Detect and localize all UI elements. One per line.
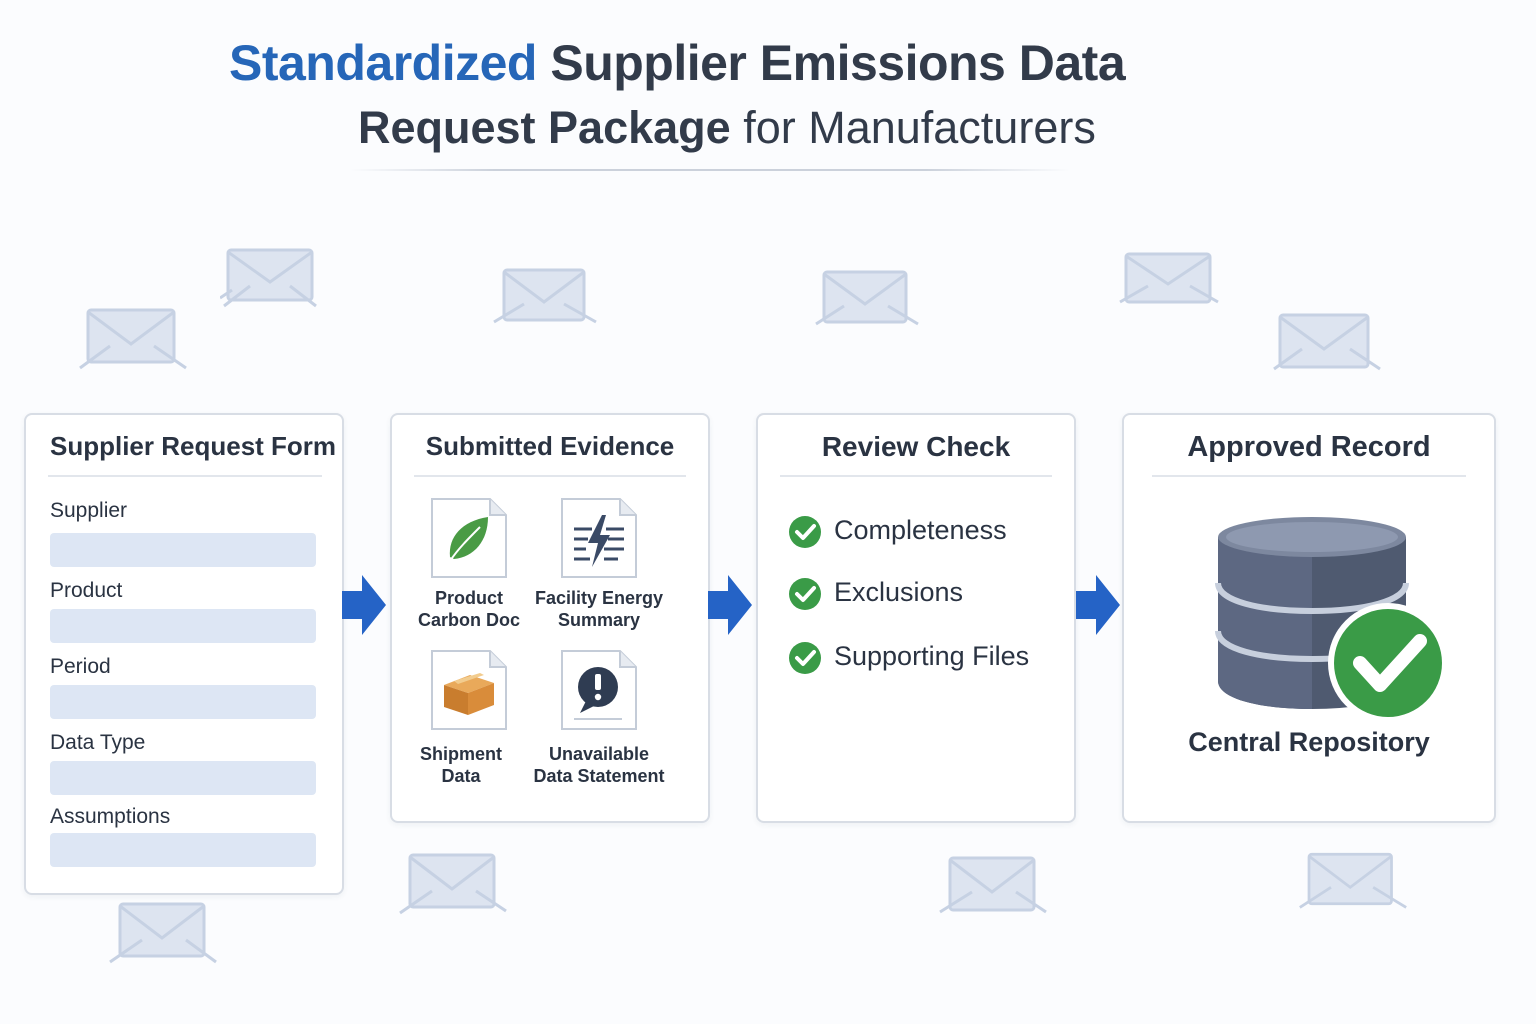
- alert-icon[interactable]: [560, 649, 638, 731]
- panel-divider: [48, 475, 322, 477]
- package-icon[interactable]: [430, 649, 508, 731]
- flow-arrow-icon: [342, 575, 386, 635]
- page-subtitle: Request Package for Manufacturers: [358, 102, 1096, 154]
- approved-record-panel: Approved Record Central Repository: [1122, 413, 1496, 823]
- supplier-field[interactable]: [50, 533, 316, 567]
- panel-title: Approved Record: [1187, 431, 1431, 463]
- envelope-icon: [939, 856, 1047, 914]
- panel-title: Review Check: [821, 431, 1011, 462]
- subtitle-strong: Request Package: [358, 102, 731, 153]
- repository-label: Central Repository: [1188, 727, 1430, 757]
- flow-arrow-icon: [708, 575, 752, 635]
- supplier-request-form-panel: Supplier Request Form Supplier Product P…: [24, 413, 344, 895]
- period-field[interactable]: [50, 685, 316, 719]
- checklist-label: Exclusions: [834, 577, 964, 607]
- panel-divider: [414, 475, 686, 477]
- envelope-icon: [1119, 252, 1219, 304]
- assumptions-field[interactable]: [50, 833, 316, 867]
- envelope-icon: [399, 853, 507, 915]
- data-type-label: Data Type: [50, 731, 146, 754]
- database-icon[interactable]: [1212, 513, 1452, 723]
- title-accent: Standardized: [229, 35, 537, 91]
- product-label: Product: [50, 579, 123, 602]
- data-type-field[interactable]: [50, 761, 316, 795]
- envelope-icon: [493, 268, 597, 324]
- subtitle-rest: for Manufacturers: [730, 102, 1096, 153]
- envelope-icon: [1299, 852, 1407, 909]
- energy-icon[interactable]: [560, 497, 638, 579]
- panel-divider: [1152, 475, 1466, 477]
- flow-arrow-icon: [1076, 575, 1120, 635]
- supplier-label: Supplier: [50, 499, 128, 522]
- envelope-icon: [220, 248, 317, 308]
- panel-title: Submitted Evidence: [425, 431, 675, 461]
- check-circle-icon: [789, 578, 821, 610]
- period-label: Period: [50, 655, 111, 678]
- title-rest: Supplier Emissions Data: [536, 35, 1126, 91]
- checklist-label: Completeness: [834, 515, 1007, 545]
- panel-divider: [780, 475, 1052, 477]
- check-circle-icon: [789, 642, 821, 674]
- envelope-icon: [815, 270, 919, 326]
- envelope-icon: [109, 902, 217, 964]
- check-circle-icon: [789, 516, 821, 548]
- checklist-label: Supporting Files: [834, 641, 1030, 671]
- envelope-icon: [79, 308, 187, 370]
- assumptions-label: Assumptions: [50, 805, 171, 828]
- title-divider: [350, 169, 1070, 171]
- page-title: Standardized Supplier Emissions Data: [229, 34, 1126, 92]
- panel-title: Supplier Request Form: [50, 431, 337, 461]
- leaf-icon[interactable]: [430, 497, 508, 579]
- review-check-panel: Review Check Completeness Exclusions Sup…: [756, 413, 1076, 823]
- product-field[interactable]: [50, 609, 316, 643]
- envelope-icon: [1273, 313, 1381, 371]
